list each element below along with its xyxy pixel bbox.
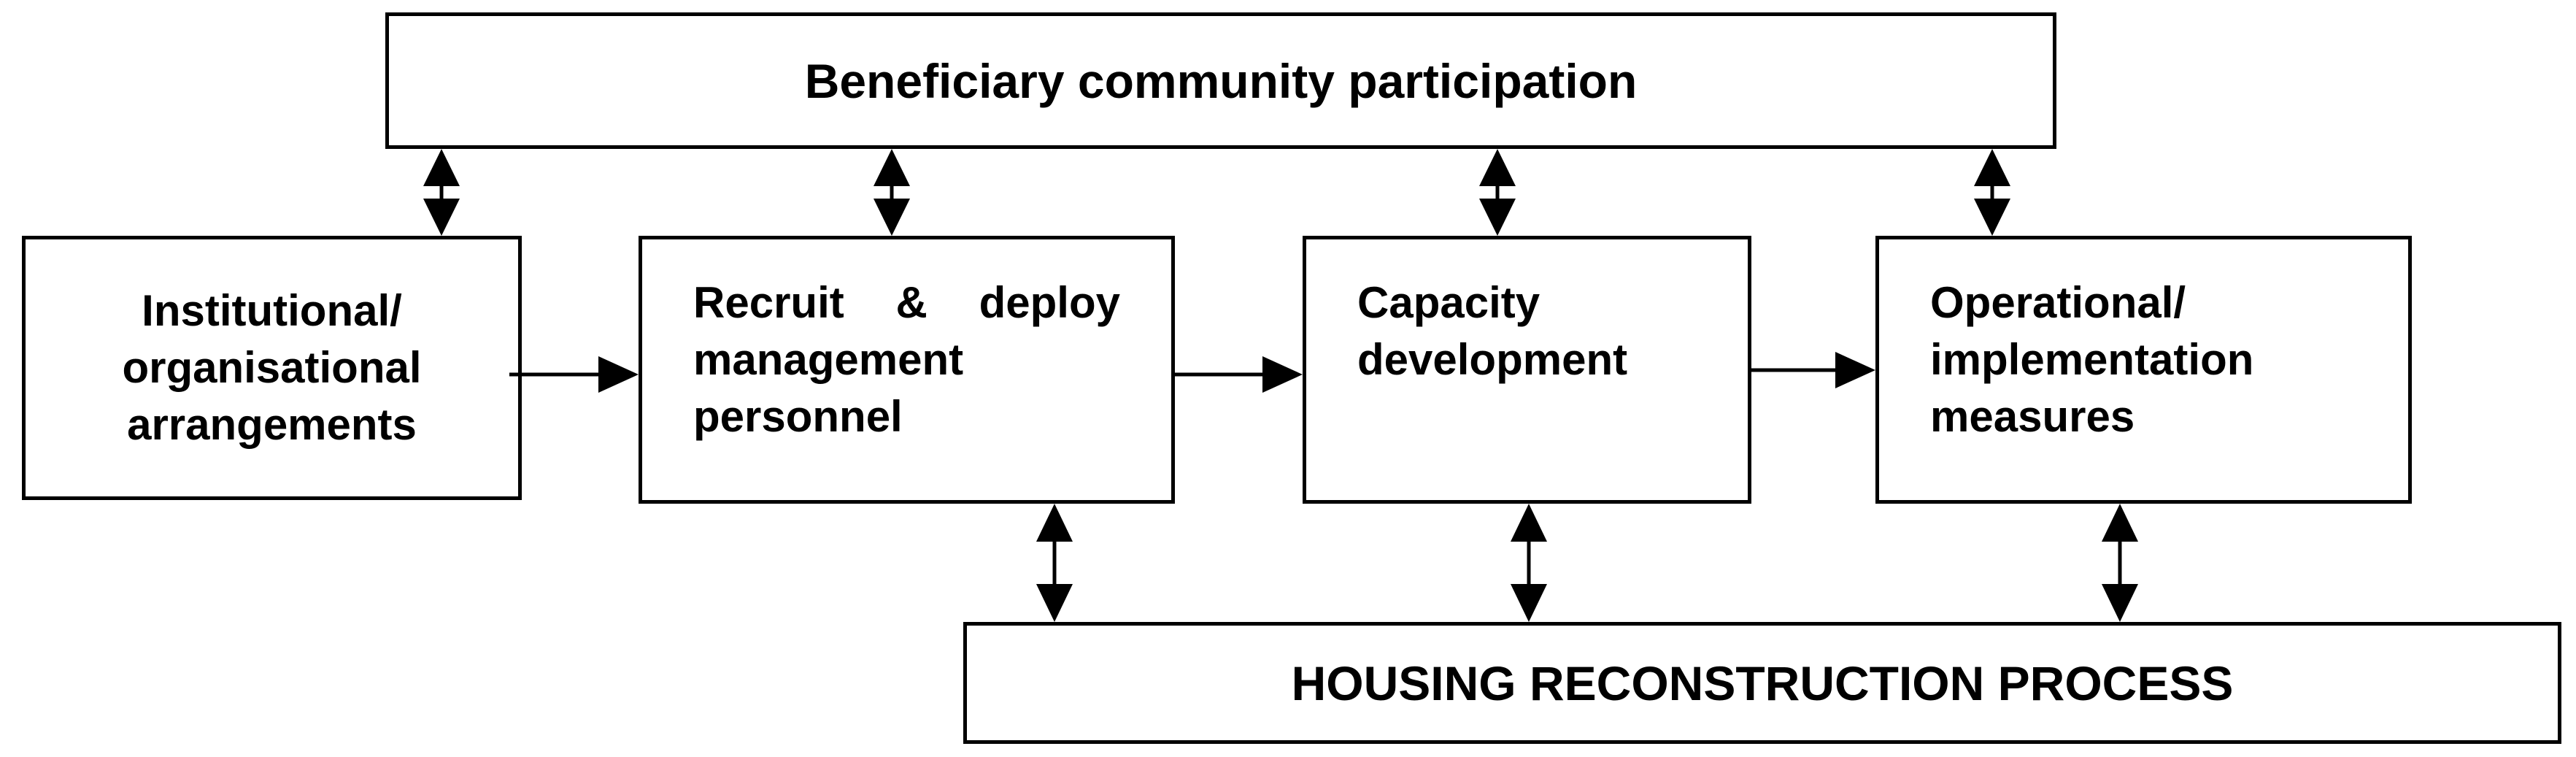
operational-measures-box: Operational/ implementation measures — [1875, 236, 2412, 504]
reconstruction-arrow-2 — [1511, 504, 1547, 622]
operational-measures-line-1: Operational/ — [1930, 278, 2186, 327]
capacity-development-line-2: development — [1357, 335, 1628, 384]
beneficiary-community-participation-label: Beneficiary community participation — [804, 53, 1638, 108]
institutional-arrangements-line-2: organisational — [122, 343, 422, 392]
institutional-arrangements-box: Institutional/ organisational arrangemen… — [22, 236, 522, 500]
flow-arrow-3 — [1751, 352, 1875, 388]
capacity-development-line-1: Capacity — [1357, 278, 1540, 327]
reconstruction-arrow-3 — [2102, 504, 2138, 622]
housing-reconstruction-process-label: HOUSING RECONSTRUCTION PROCESS — [1291, 656, 2234, 710]
beneficiary-community-participation-box: Beneficiary community participation — [385, 12, 2056, 149]
capacity-development-box: Capacity development — [1303, 236, 1751, 504]
capacity-development-label: Capacity development — [1357, 274, 1719, 388]
recruit-deploy-line-1: Recruit & deploy — [693, 278, 1120, 327]
flow-arrow-2 — [1171, 356, 1303, 393]
recruit-deploy-line-2: management — [693, 335, 964, 384]
participation-arrow-3 — [1479, 149, 1516, 236]
participation-arrow-1 — [423, 149, 460, 236]
institutional-arrangements-line-3: arrangements — [127, 400, 417, 449]
recruit-deploy-line-3: personnel — [693, 392, 903, 441]
operational-measures-line-3: measures — [1930, 392, 2135, 441]
operational-measures-label: Operational/ implementation measures — [1930, 274, 2379, 445]
housing-reconstruction-process-box: HOUSING RECONSTRUCTION PROCESS — [963, 622, 2561, 744]
reconstruction-arrow-1 — [1036, 504, 1073, 622]
institutional-arrangements-label: Institutional/ organisational arrangemen… — [122, 283, 421, 453]
flow-arrow-1 — [509, 356, 639, 393]
recruit-deploy-label: Recruit & deploy management personnel — [693, 274, 1120, 445]
recruit-deploy-box: Recruit & deploy management personnel — [639, 236, 1175, 504]
institutional-arrangements-line-1: Institutional/ — [142, 286, 402, 335]
participation-arrow-2 — [874, 149, 910, 236]
operational-measures-line-2: implementation — [1930, 335, 2254, 384]
participation-arrow-4 — [1974, 149, 2010, 236]
